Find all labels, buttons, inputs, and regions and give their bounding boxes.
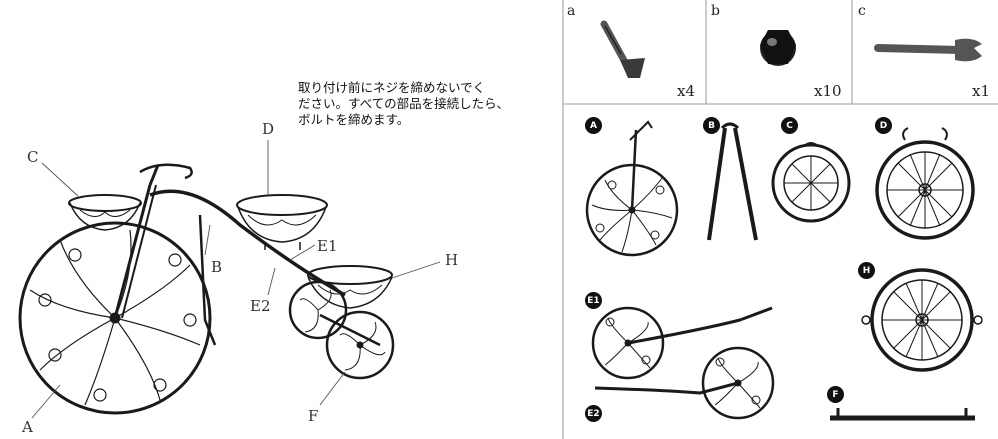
instruction-line-3: ボルトを締めます。	[298, 112, 578, 128]
label-f: F	[308, 407, 318, 425]
part-a-drawing	[587, 122, 677, 255]
part-d-drawing	[877, 128, 973, 238]
label-e1: E1	[317, 237, 338, 255]
wrench-icon	[878, 39, 982, 62]
hardware-b-label: b	[711, 3, 720, 19]
part-h-drawing	[862, 270, 982, 370]
hardware-a-count: x4	[677, 82, 695, 100]
label-c: C	[27, 148, 38, 166]
cap-nut-icon	[760, 30, 796, 66]
label-h: H	[445, 251, 458, 269]
assembled-planter	[20, 140, 440, 418]
label-d: D	[262, 120, 274, 138]
part-b-drawing	[709, 124, 756, 240]
label-b: B	[211, 258, 222, 276]
assembly-instruction: 取り付け前にネジを締めないでく ださい。すべての部品を接続したら、 ボルトを締め…	[298, 80, 578, 128]
hardware-b-count: x10	[814, 82, 842, 100]
instruction-line-2: ださい。すべての部品を接続したら、	[298, 96, 578, 112]
part-c-drawing	[773, 143, 849, 221]
part-e2-drawing	[595, 348, 773, 418]
part-f-badge: F	[827, 386, 844, 403]
part-d-badge: D	[875, 117, 892, 134]
part-h-badge: H	[858, 262, 875, 279]
part-b-badge: B	[703, 117, 720, 134]
part-e1-drawing	[593, 308, 772, 378]
hardware-c-count: x1	[972, 82, 990, 100]
label-a: A	[22, 418, 33, 436]
part-c-badge: C	[781, 117, 798, 134]
part-e2-badge: E2	[585, 405, 602, 422]
hardware-c-label: c	[858, 3, 866, 19]
bolt-icon	[604, 24, 645, 78]
hardware-a-label: a	[567, 3, 575, 19]
instruction-line-1: 取り付け前にネジを締めないでく	[298, 80, 578, 96]
part-f-drawing	[830, 408, 975, 418]
label-e2: E2	[250, 297, 271, 315]
part-e1-badge: E1	[585, 292, 602, 309]
part-a-badge: A	[585, 117, 602, 134]
